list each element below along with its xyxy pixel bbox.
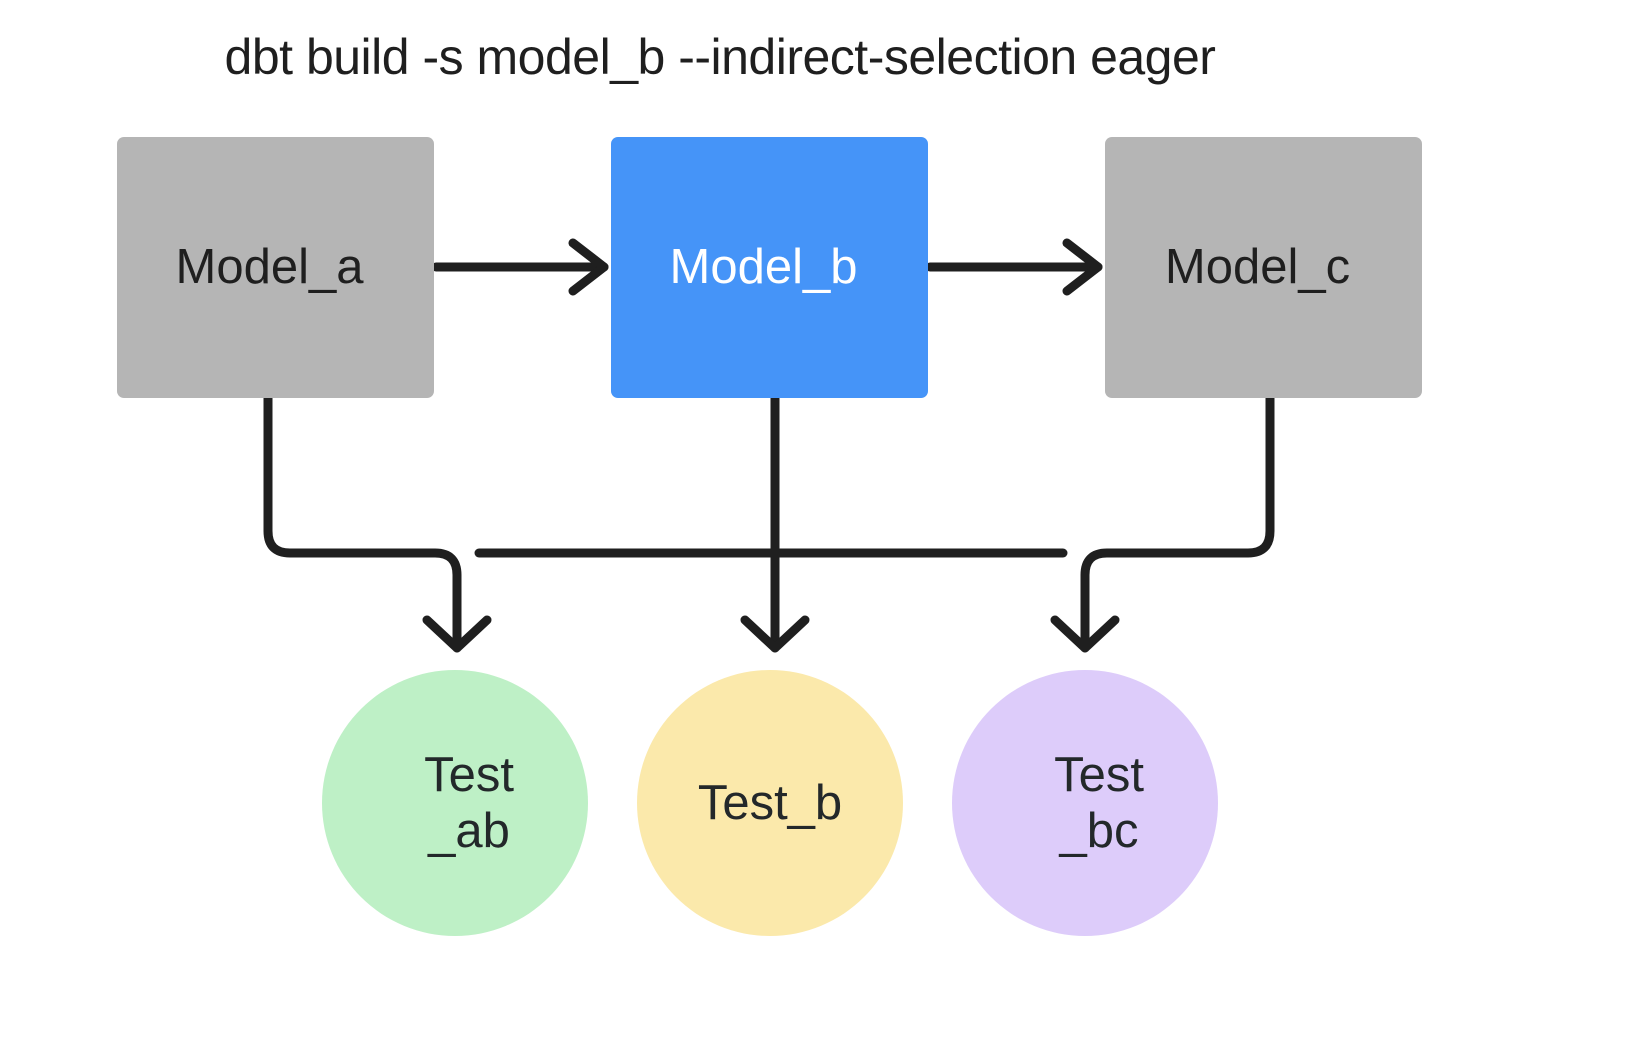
test-node-label: Test _bc [1054, 747, 1144, 858]
model-node-label: Model_c [1164, 240, 1351, 295]
diagram-title: dbt build -s model_b --indirect-selectio… [224, 29, 1216, 85]
arrowhead-model-b [568, 238, 609, 296]
test-node-test-b[interactable]: Test_b [637, 670, 903, 936]
edge-model-c-to-test-bc [1080, 393, 1275, 653]
model-node-model-c[interactable]: Model_c [1105, 137, 1422, 398]
model-node-model-b[interactable]: Model_b [611, 137, 928, 398]
model-node-label: Model_b [669, 240, 858, 295]
model-node-model-a[interactable]: Model_a [117, 137, 434, 398]
arrowhead-test-bc [1050, 615, 1120, 653]
test-node-label: Test _ab [424, 747, 514, 858]
arrowhead-test-ab [422, 615, 492, 653]
test-node-label: Test_b [697, 775, 843, 830]
model-node-label: Model_a [175, 240, 364, 295]
test-node-test-ab[interactable]: Test _ab [322, 670, 588, 936]
arrowhead-test-b [740, 615, 810, 653]
test-node-test-bc[interactable]: Test _bc [952, 670, 1218, 936]
arrowhead-model-c [1062, 238, 1103, 296]
edge-model-a-to-test-ab [263, 393, 462, 653]
